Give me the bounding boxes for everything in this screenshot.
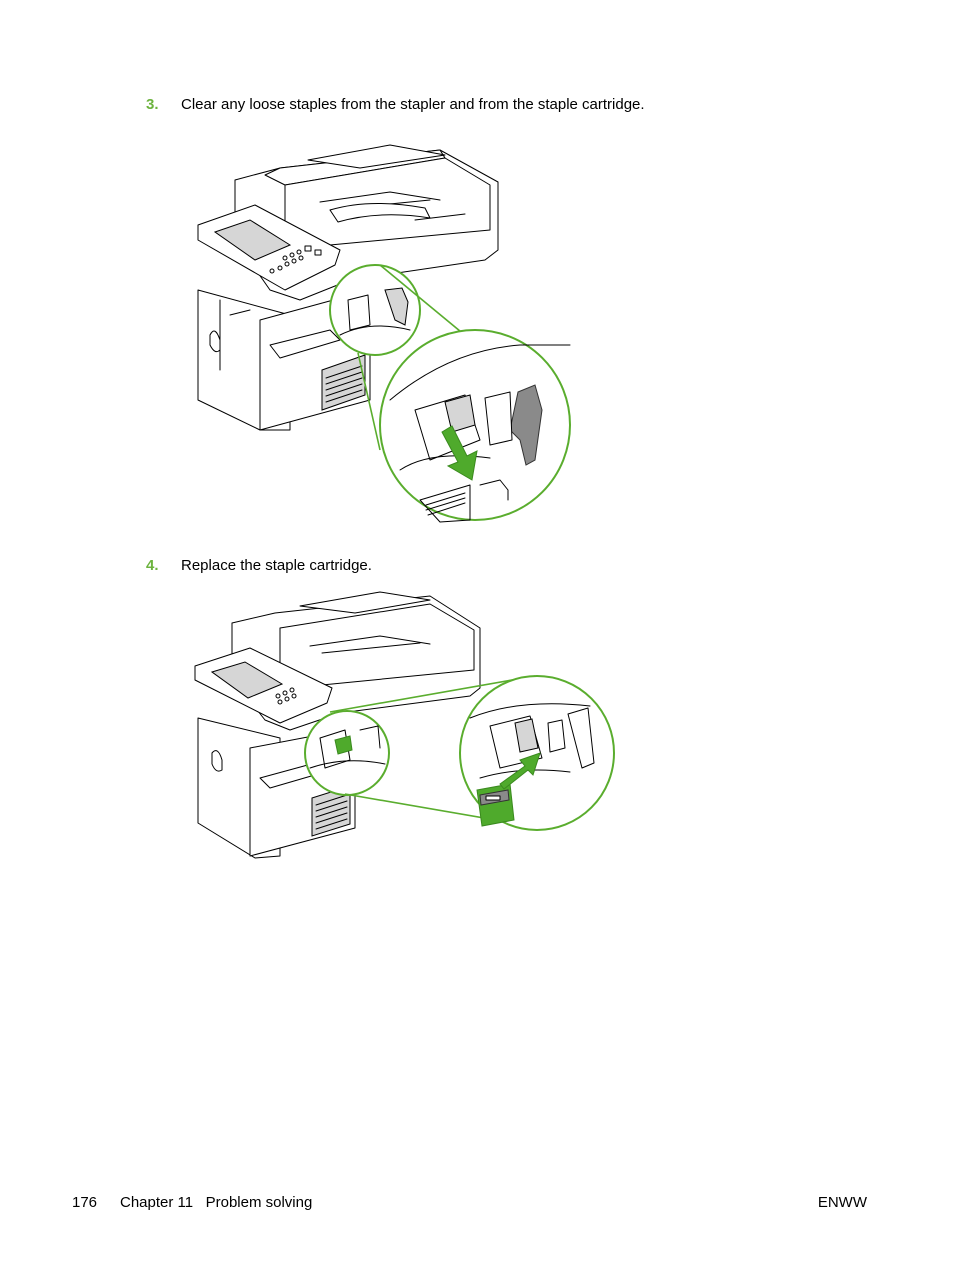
callout-connector [357,352,381,451]
detail-callout-small [304,710,390,796]
chapter-title: Chapter 11 Problem solving [120,1194,313,1211]
loose-staple-icon [479,479,509,501]
figure-clear-staples [190,140,580,530]
step-text: Replace the staple cartridge. [181,557,372,574]
staple-cartridge-icon [476,783,515,827]
detail-callout-small [329,264,421,356]
step-number: 3. [146,96,159,113]
step-text: Clear any loose staples from the stapler… [181,96,645,113]
arrow-down-icon [441,425,478,481]
callout-connector [329,675,536,713]
document-code: ENWW [817,1194,867,1211]
printer-illustration [197,144,499,431]
step-number: 4. [146,557,159,574]
figure-replace-cartridge [190,588,620,868]
page-number: 176 [72,1194,98,1211]
detail-callout-large [379,329,571,523]
arrow-up-icon [499,752,541,790]
